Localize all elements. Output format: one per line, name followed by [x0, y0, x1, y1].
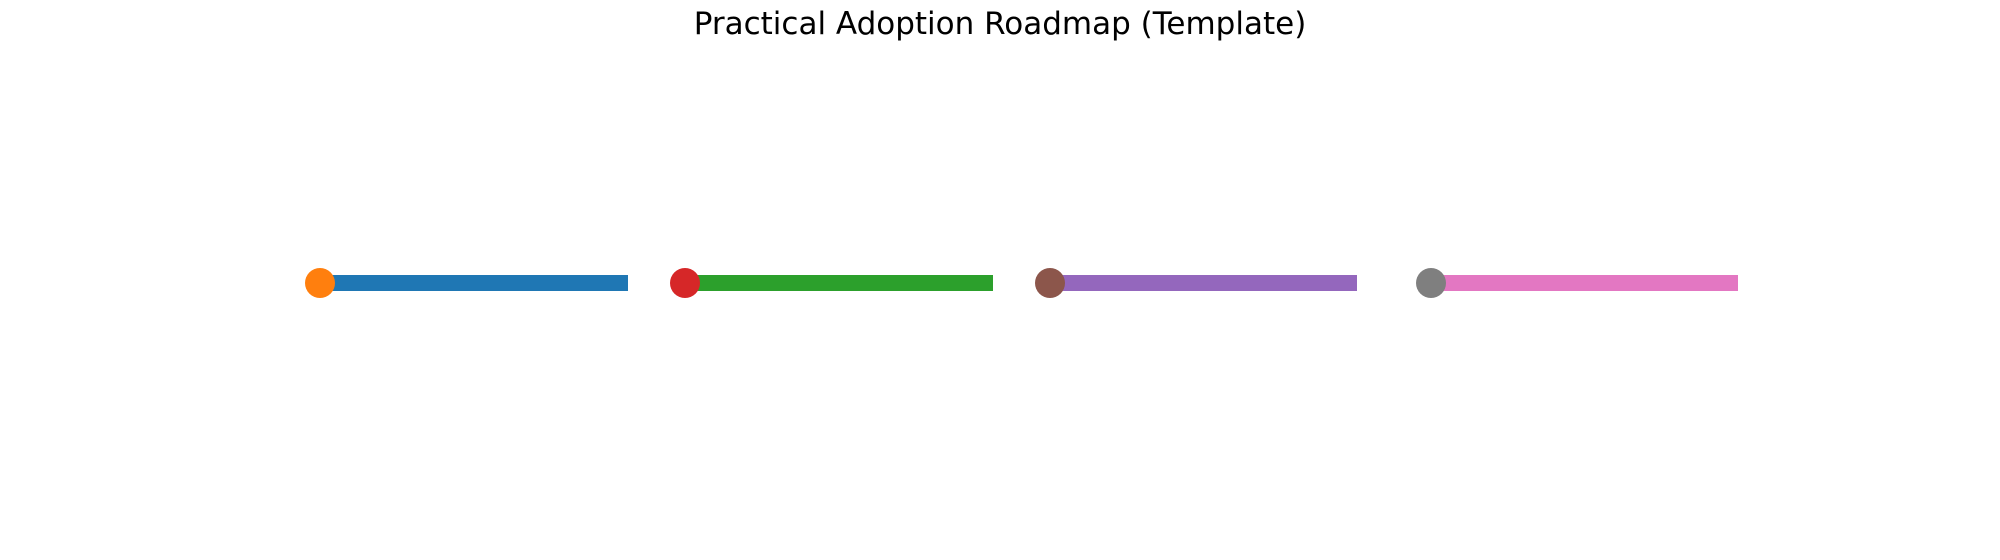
phase-segment-3: [1035, 268, 1357, 298]
phase-bar: [320, 275, 628, 291]
phase-start-marker: [305, 268, 335, 298]
phase-bar: [1050, 275, 1357, 291]
phase-segment-4: [1416, 268, 1738, 298]
phase-start-marker: [1035, 268, 1065, 298]
phase-segment-1: [305, 268, 628, 298]
phase-start-marker: [1416, 268, 1446, 298]
phase-segment-2: [670, 268, 993, 298]
phase-bar: [1431, 275, 1738, 291]
phase-start-marker: [670, 268, 700, 298]
phase-bar: [685, 275, 993, 291]
chart-title: Practical Adoption Roadmap (Template): [693, 6, 1307, 42]
